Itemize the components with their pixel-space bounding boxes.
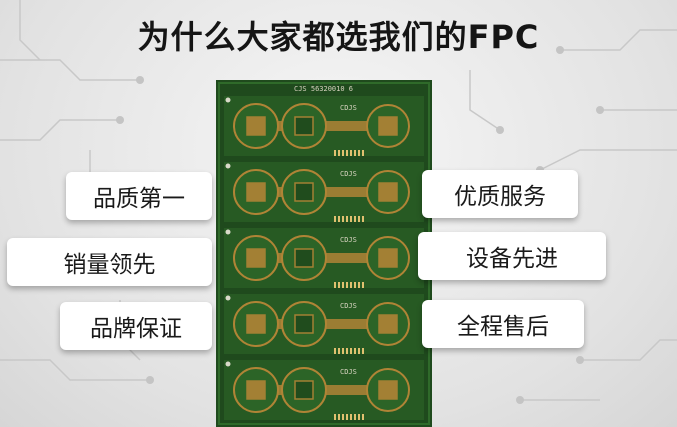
label-sales-leading: 销量领先 (7, 238, 212, 286)
pcb-unit-tag: CDJS (340, 302, 357, 310)
headline: 为什么大家都选我们的FPC (137, 18, 540, 56)
pcb-unit: CDJS (224, 162, 424, 222)
label-full-aftersales-text: 全程售后 (457, 314, 549, 340)
pcb-unit-tag: CDJS (340, 104, 357, 112)
label-brand-guarantee: 品牌保证 (60, 302, 212, 350)
fpc-board-image: CJS 56320010 6 CJS 56320010 6 CDJSCDJSCD… (216, 80, 432, 427)
pcb-unit-tag: CDJS (340, 236, 357, 244)
pcb-unit-tag: CDJS (340, 170, 357, 178)
label-quality-service: 优质服务 (422, 170, 578, 218)
label-quality-first-text: 品质第一 (93, 186, 185, 212)
label-quality-service-text: 优质服务 (454, 184, 546, 210)
label-advanced-equipment: 设备先进 (418, 232, 606, 280)
pcb-unit: CDJS (224, 228, 424, 288)
label-sales-leading-text: 销量领先 (63, 252, 156, 278)
label-advanced-equipment-text: 设备先进 (466, 246, 558, 272)
label-full-aftersales: 全程售后 (422, 300, 584, 348)
label-quality-first: 品质第一 (66, 172, 212, 220)
pcb-unit: CDJS (224, 96, 424, 156)
pcb-unit: CDJS (224, 294, 424, 354)
board-top-code: CJS 56320010 6 (294, 85, 353, 93)
pcb-unit-tag: CDJS (340, 368, 357, 376)
label-brand-guarantee-text: 品牌保证 (90, 316, 182, 342)
pcb-unit: CDJS (224, 360, 424, 420)
